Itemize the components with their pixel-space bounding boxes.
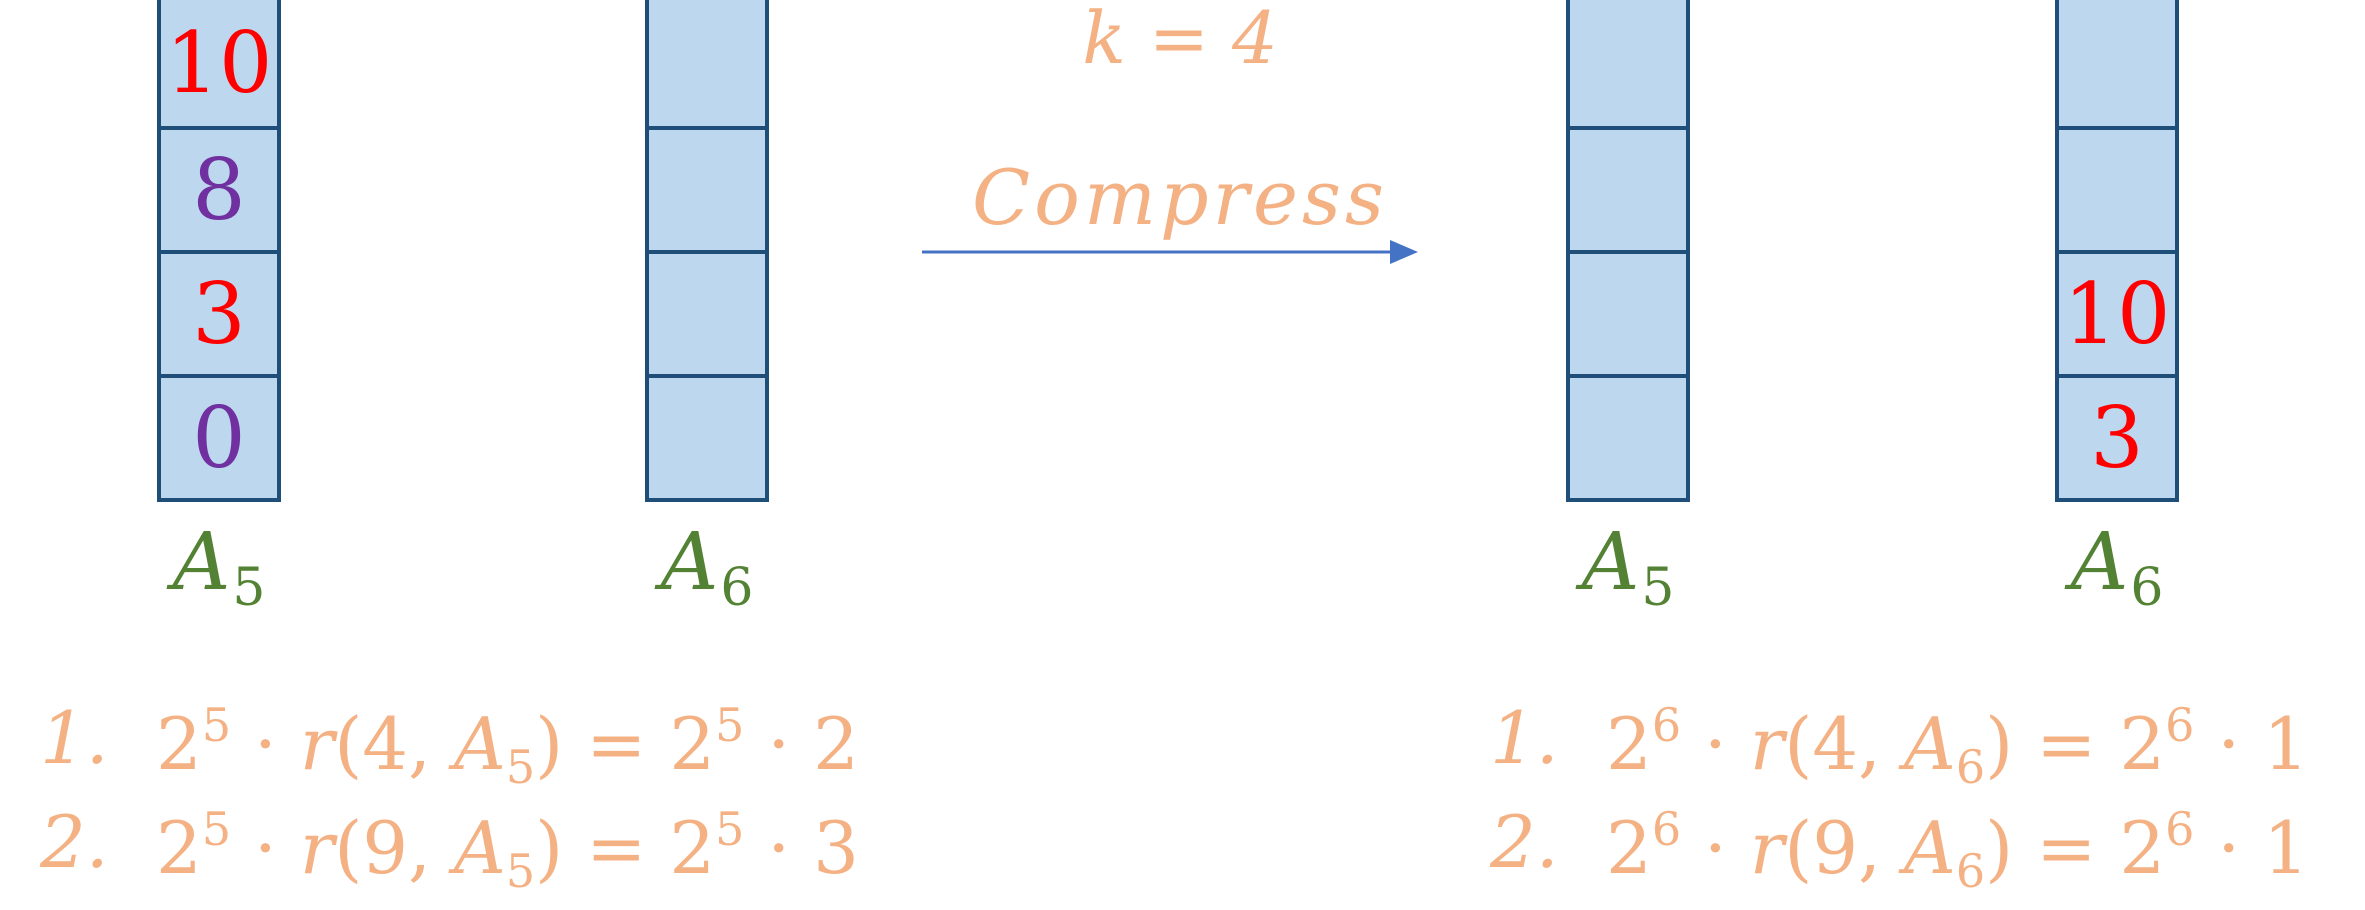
after-a6-cell [2059,0,2175,126]
after-a5-cell [1570,0,1686,126]
before-a5-array: 10 8 3 0 [157,0,281,502]
before-a6-cell [649,250,765,374]
after-a6-array: 10 3 [2055,0,2179,502]
formula-expression: 25 · r(9, A5) = 25 · 3 [156,802,859,898]
formula-expression: 25 · r(4, A5) = 25 · 2 [156,698,859,794]
after-a6-cell [2059,126,2175,250]
formula-row: 2. 26 · r(9, A6) = 26 · 1 [1490,806,2350,910]
before-a5-cell: 0 [161,374,277,498]
parameter-k-label: k = 4 [1082,0,1278,80]
before-a6-cell [649,374,765,498]
before-a5-label: A5 [172,515,266,618]
before-a6-cell [649,126,765,250]
right-arrow-icon [922,240,1418,264]
formula-number: 2. [40,800,109,884]
operation-label: Compress [972,153,1388,242]
formula-number: 1. [1490,696,1559,780]
before-formulas: 1. 25 · r(4, A5) = 25 · 2 2. 25 · r(9, A… [40,702,900,910]
before-a6-cell [649,0,765,126]
before-a6-label: A6 [660,515,754,618]
after-a5-label: A5 [1581,515,1675,618]
after-a5-cell [1570,126,1686,250]
after-a6-cell: 3 [2059,374,2175,498]
before-a5-cell: 3 [161,250,277,374]
formula-row: 1. 26 · r(4, A6) = 26 · 1 [1490,702,2350,806]
before-a5-cell: 10 [161,0,277,126]
formula-row: 2. 25 · r(9, A5) = 25 · 3 [40,806,900,910]
after-formulas: 1. 26 · r(4, A6) = 26 · 1 2. 26 · r(9, A… [1490,702,2350,910]
after-a5-array [1566,0,1690,502]
formula-row: 1. 25 · r(4, A5) = 25 · 2 [40,702,900,806]
before-a6-array [645,0,769,502]
after-a5-cell [1570,374,1686,498]
formula-expression: 26 · r(4, A6) = 26 · 1 [1606,698,2309,794]
before-a5-cell: 8 [161,126,277,250]
after-a6-label: A6 [2070,515,2164,618]
after-a6-cell: 10 [2059,250,2175,374]
after-a5-cell [1570,250,1686,374]
formula-expression: 26 · r(9, A6) = 26 · 1 [1606,802,2309,898]
formula-number: 2. [1490,800,1559,884]
formula-number: 1. [40,696,109,780]
